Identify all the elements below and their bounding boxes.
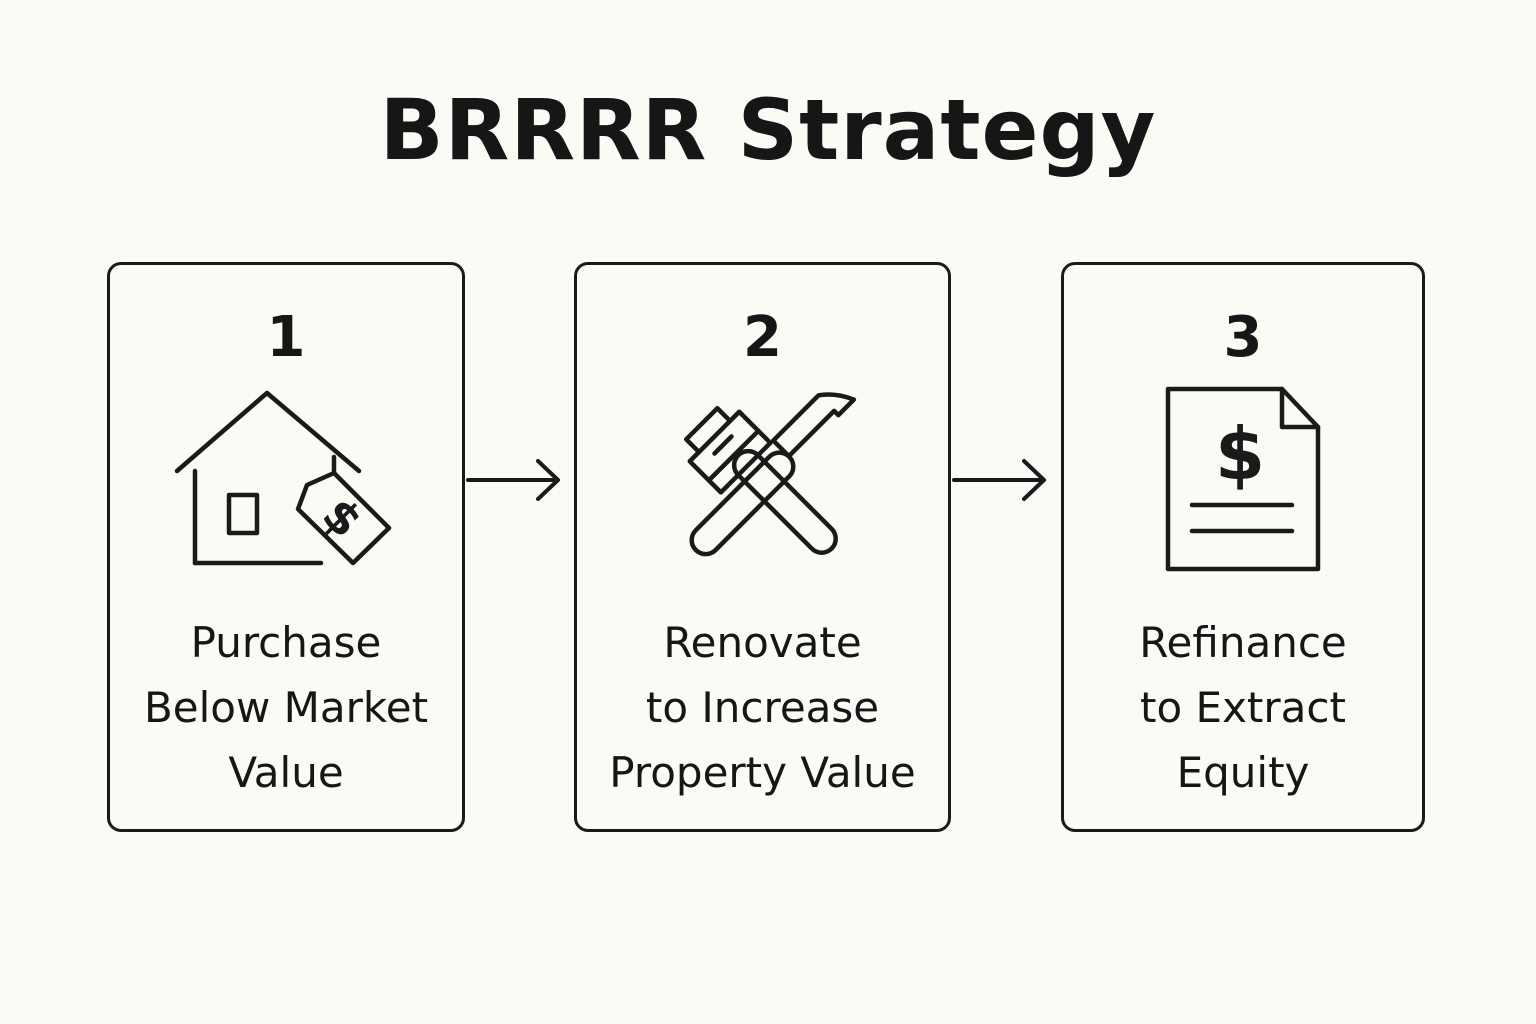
step-label: Refinance to Extract Equity [1139, 618, 1347, 797]
step-box-refinance: 3 $ Refinance to Extract Equity [1061, 262, 1425, 832]
step-number: 2 [743, 305, 782, 370]
step-box-renovate: 2 Renovate to Increase Property Value [574, 262, 951, 832]
step-box-purchase: 1 $ Purchase Below Market Value [107, 262, 465, 832]
house-price-tag-icon: $ [174, 390, 392, 566]
step-label: Renovate to Increase Property Value [609, 618, 916, 797]
step-number: 3 [1223, 305, 1263, 370]
diagram-title: BRRRR Strategy [379, 81, 1157, 179]
step-number: 1 [266, 305, 306, 370]
paint-brush-hammer-icon [683, 392, 856, 557]
dollar-document-icon: $ [1165, 386, 1321, 572]
step-label: Purchase Below Market Value [143, 618, 429, 797]
arrow-right-icon [952, 459, 1046, 501]
arrow-right-icon [466, 459, 560, 501]
document-dollar-sign: $ [1215, 412, 1265, 496]
tag-dollar-sign: $ [312, 487, 373, 548]
